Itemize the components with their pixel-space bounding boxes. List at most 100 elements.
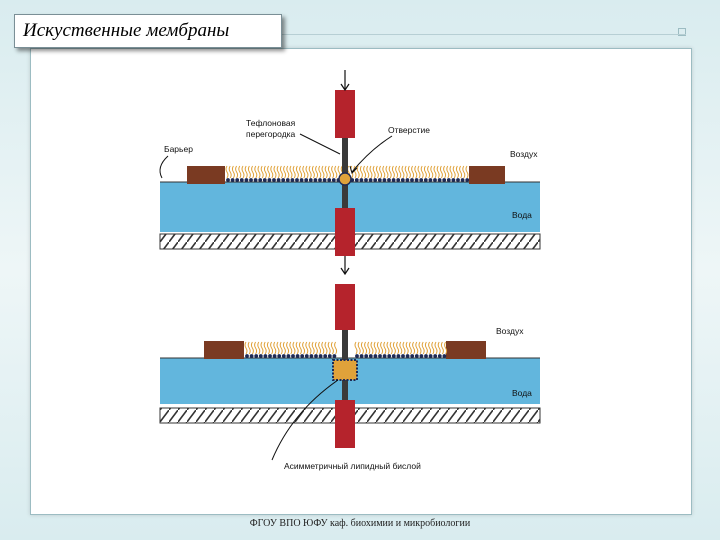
lipid-head bbox=[285, 178, 290, 182]
lipid-head bbox=[368, 354, 373, 358]
lipid-head bbox=[401, 354, 405, 358]
lipid-head bbox=[368, 178, 373, 182]
label-teflon-line2: перегородка bbox=[246, 129, 296, 139]
lipid-head bbox=[424, 354, 428, 358]
lipid-head bbox=[253, 178, 258, 182]
lipid-head bbox=[239, 178, 244, 182]
lipid-head bbox=[437, 178, 442, 182]
label-air-bottom: Воздух bbox=[496, 326, 524, 336]
lipid-head bbox=[460, 178, 465, 182]
lipid-head bbox=[410, 178, 414, 182]
lipid-head bbox=[254, 354, 259, 358]
lipid-head bbox=[332, 354, 337, 358]
top-setup: Тефлоновая перегородка Отверстие Барьер … bbox=[159, 70, 541, 276]
lipid-head bbox=[272, 178, 276, 182]
lipid-head bbox=[419, 354, 424, 358]
lipid-head bbox=[322, 178, 327, 182]
lipid-head bbox=[364, 354, 369, 358]
lipid-head bbox=[373, 354, 378, 358]
lipid-head bbox=[442, 178, 447, 182]
lipid-head bbox=[437, 354, 442, 358]
footer-text: ФГОУ ВПО ЮФУ каф. биохимии и микробиолог… bbox=[249, 518, 471, 529]
lipid-head bbox=[313, 178, 318, 182]
lipid-head bbox=[410, 354, 415, 358]
lipid-head bbox=[433, 354, 438, 358]
lipid-head bbox=[249, 178, 253, 182]
electrode-top-lower bbox=[335, 208, 355, 256]
lipid-head bbox=[258, 178, 263, 182]
lipid-head bbox=[258, 354, 263, 358]
lipid-head bbox=[230, 178, 235, 182]
lipid-head bbox=[359, 178, 364, 182]
electrode-bottom-upper bbox=[335, 284, 355, 330]
lipid-head bbox=[268, 354, 272, 358]
lipid-head bbox=[235, 178, 240, 182]
lipid-head bbox=[387, 354, 392, 358]
lipid-head bbox=[446, 178, 451, 182]
lipid-head bbox=[245, 354, 249, 358]
lipid-head bbox=[267, 178, 272, 182]
lipid-head bbox=[355, 354, 359, 358]
lipid-head bbox=[378, 354, 382, 358]
lipid-head bbox=[396, 354, 401, 358]
lipid-head bbox=[318, 354, 323, 358]
lipid-monolayer-bottom-right bbox=[354, 341, 448, 358]
barrier-right-bottom bbox=[446, 341, 486, 359]
lipid-head bbox=[382, 354, 387, 358]
lipid-head bbox=[276, 178, 281, 182]
lipid-head bbox=[304, 354, 309, 358]
slide-frame bbox=[30, 48, 692, 515]
lipid-head bbox=[309, 354, 314, 358]
lipid-head bbox=[442, 354, 447, 358]
title-box: Искуственные мембраны bbox=[14, 14, 282, 48]
lipid-head bbox=[277, 354, 282, 358]
lipid-head bbox=[405, 178, 410, 182]
lipid-head bbox=[423, 178, 428, 182]
lipid-head bbox=[308, 178, 313, 182]
lipid-head bbox=[391, 354, 396, 358]
barrier-left-bottom bbox=[204, 341, 244, 359]
lipid-head bbox=[295, 354, 300, 358]
lipid-head bbox=[465, 178, 470, 182]
title-rule bbox=[282, 34, 686, 35]
label-water-top: Вода bbox=[512, 210, 532, 220]
lipid-head bbox=[354, 178, 359, 182]
barrier-left-top bbox=[187, 166, 225, 184]
lipid-head bbox=[291, 354, 295, 358]
asymmetric-bilayer-patch bbox=[332, 359, 358, 381]
lipid-tails bbox=[225, 165, 469, 179]
lipid-head bbox=[414, 178, 419, 182]
lipid-head bbox=[318, 178, 322, 182]
lipid-head bbox=[323, 354, 328, 358]
lipid-tails bbox=[244, 341, 338, 355]
lipid-tails bbox=[354, 341, 448, 355]
lipid-head bbox=[226, 178, 230, 182]
lipid-head bbox=[262, 178, 267, 182]
lipid-head bbox=[263, 354, 268, 358]
lipid-head bbox=[300, 354, 305, 358]
label-teflon-line1: Тефлоновая bbox=[246, 118, 296, 128]
membrane-diagram: Тефлоновая перегородка Отверстие Барьер … bbox=[142, 62, 548, 482]
lipid-head bbox=[419, 178, 424, 182]
label-air-top: Воздух bbox=[510, 149, 538, 159]
lipid-head bbox=[299, 178, 304, 182]
lipid-head bbox=[391, 178, 396, 182]
lipid-head bbox=[304, 178, 309, 182]
lipid-head bbox=[414, 354, 419, 358]
lipid-monolayer-bottom-left bbox=[244, 341, 338, 358]
bottom-setup: Воздух Вода Асимметричный липидный бисло… bbox=[159, 284, 541, 471]
lipid-head bbox=[400, 178, 405, 182]
lipid-head bbox=[451, 178, 456, 182]
label-water-bottom: Вода bbox=[512, 388, 532, 398]
label-bilayer: Асимметричный липидный бислой bbox=[284, 461, 421, 471]
lipid-head bbox=[377, 178, 382, 182]
lipid-head bbox=[364, 178, 368, 182]
lipid-head bbox=[286, 354, 291, 358]
label-barrier: Барьер bbox=[164, 144, 193, 154]
lipid-head bbox=[281, 354, 286, 358]
lipid-head bbox=[249, 354, 254, 358]
lipid-head bbox=[314, 354, 318, 358]
lipid-head bbox=[387, 178, 391, 182]
lipid-head bbox=[295, 178, 299, 182]
lipid-head bbox=[327, 354, 332, 358]
